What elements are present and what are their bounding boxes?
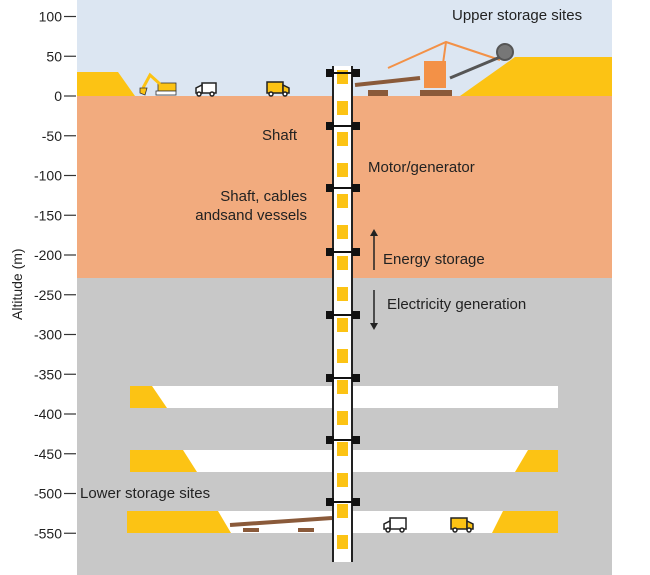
truck-lower-icon: [383, 517, 407, 533]
axis-tick-label: -250: [34, 287, 62, 303]
axis-tick-label: 100: [39, 9, 63, 25]
upper-storage-label: Upper storage sites: [452, 7, 582, 24]
sand-vessel: [337, 287, 348, 301]
truck-loaded-icon: [266, 81, 290, 97]
truck-lower-loaded-icon: [450, 517, 474, 533]
sand-vessel: [337, 163, 348, 177]
sand-vessel: [337, 132, 348, 146]
excavator-icon: [139, 72, 177, 96]
axis-tick-label: -100: [34, 168, 62, 184]
electricity-generation-label: Electricity generation: [387, 296, 526, 313]
energy-storage-label: Energy storage: [383, 251, 485, 268]
upper-right-pile: [460, 57, 612, 96]
motor-generator-unit: [326, 248, 360, 256]
shaft: [326, 66, 360, 562]
axis-tick-label: -150: [34, 207, 62, 223]
sand-vessel: [337, 318, 348, 332]
down-arrow-icon: [370, 290, 378, 330]
sand-vessel: [337, 194, 348, 208]
sand-vessel: [337, 535, 348, 549]
motor-generator-unit: [326, 436, 360, 444]
sand-vessel: [337, 101, 348, 115]
motor-generator-unit: [326, 311, 360, 319]
motor-generator-unit: [326, 374, 360, 382]
motor-generator-unit: [326, 184, 360, 192]
sand-vessel: [337, 70, 348, 84]
axis-tick-label: -400: [34, 406, 62, 422]
sand-vessel: [337, 349, 348, 363]
sand-vessel: [337, 380, 348, 394]
sand-vessel: [337, 225, 348, 239]
lower-storage-label: Lower storage sites: [80, 485, 210, 502]
axis-tick-label: -550: [34, 525, 62, 541]
axis-tick-label: -200: [34, 247, 62, 263]
axis-tick-label: 50: [46, 48, 62, 64]
motor-generator-unit: [326, 498, 360, 506]
axis-tick-label: -500: [34, 486, 62, 502]
truck-icon: [195, 82, 217, 97]
axis-tick-label: -450: [34, 446, 62, 462]
axis-tick-label: -50: [42, 128, 62, 144]
cables-label-1: Shaft, cables: [220, 188, 307, 205]
motor-generator-unit: [326, 69, 360, 77]
sand-vessel: [337, 256, 348, 270]
sand-vessel: [337, 411, 348, 425]
bucket-wheel-excavator-icon: [354, 40, 514, 96]
sand-vessel: [337, 473, 348, 487]
up-arrow-icon: [370, 229, 378, 270]
axis-tick-label: -300: [34, 327, 62, 343]
cables-label-2: andsand vessels: [195, 207, 307, 224]
motor-generator-unit: [326, 122, 360, 130]
sand-vessel: [337, 504, 348, 518]
sand-vessel: [337, 442, 348, 456]
motor-generator-label: Motor/generator: [368, 159, 475, 176]
axis-label: Altitude (m): [9, 248, 25, 320]
axis-tick-label: 0: [54, 88, 62, 104]
shaft-label: Shaft: [262, 127, 298, 144]
axis-tick-label: -350: [34, 366, 62, 382]
upper-left-pile: [77, 72, 135, 96]
altitude-axis: 100 50 0 -50 -100 -150 -200 -250 -300 -350 -400 -45…: [34, 9, 76, 541]
conveyor-icon: [229, 516, 333, 527]
